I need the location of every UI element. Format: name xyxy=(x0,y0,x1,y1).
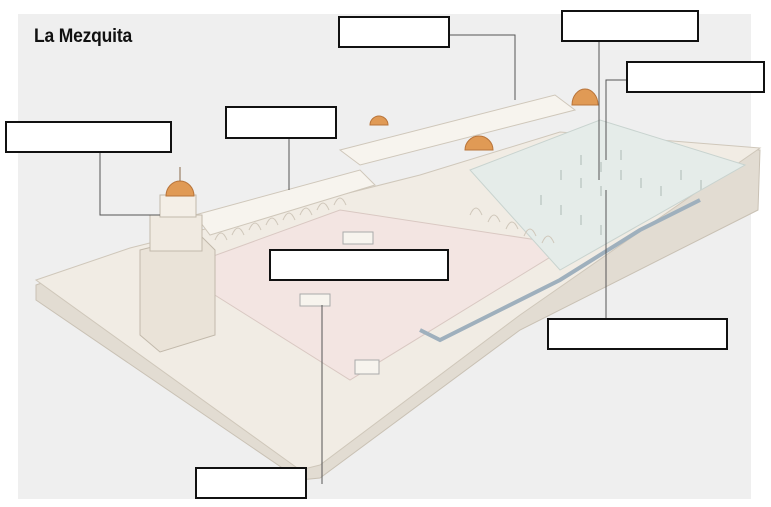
gallery-roof-top xyxy=(338,94,577,166)
blue-accent-path xyxy=(419,198,701,343)
fountain-lower xyxy=(354,359,380,375)
arcade-left xyxy=(214,197,347,241)
label-bottom[interactable] xyxy=(195,467,307,499)
fountain-upper xyxy=(342,231,374,245)
label-left[interactable] xyxy=(5,121,172,153)
leader-lines xyxy=(99,34,626,484)
minaret xyxy=(139,167,216,353)
label-top-right[interactable] xyxy=(561,10,699,42)
label-center[interactable] xyxy=(269,249,449,281)
arcade-right xyxy=(469,207,555,244)
dome-small xyxy=(369,115,389,126)
label-top-center[interactable] xyxy=(338,16,450,48)
label-upper-left[interactable] xyxy=(225,106,337,139)
dome-mihrab xyxy=(571,88,599,106)
diagram-title: La Mezquita xyxy=(34,26,133,47)
dome-mid xyxy=(464,135,494,151)
label-right-upper[interactable] xyxy=(626,61,765,93)
gallery-roof-left xyxy=(194,169,376,236)
label-right-lower[interactable] xyxy=(547,318,728,350)
fountain-center xyxy=(299,293,331,307)
prayer-hall-floor xyxy=(469,119,747,271)
prayer-hall-columns xyxy=(540,150,702,235)
